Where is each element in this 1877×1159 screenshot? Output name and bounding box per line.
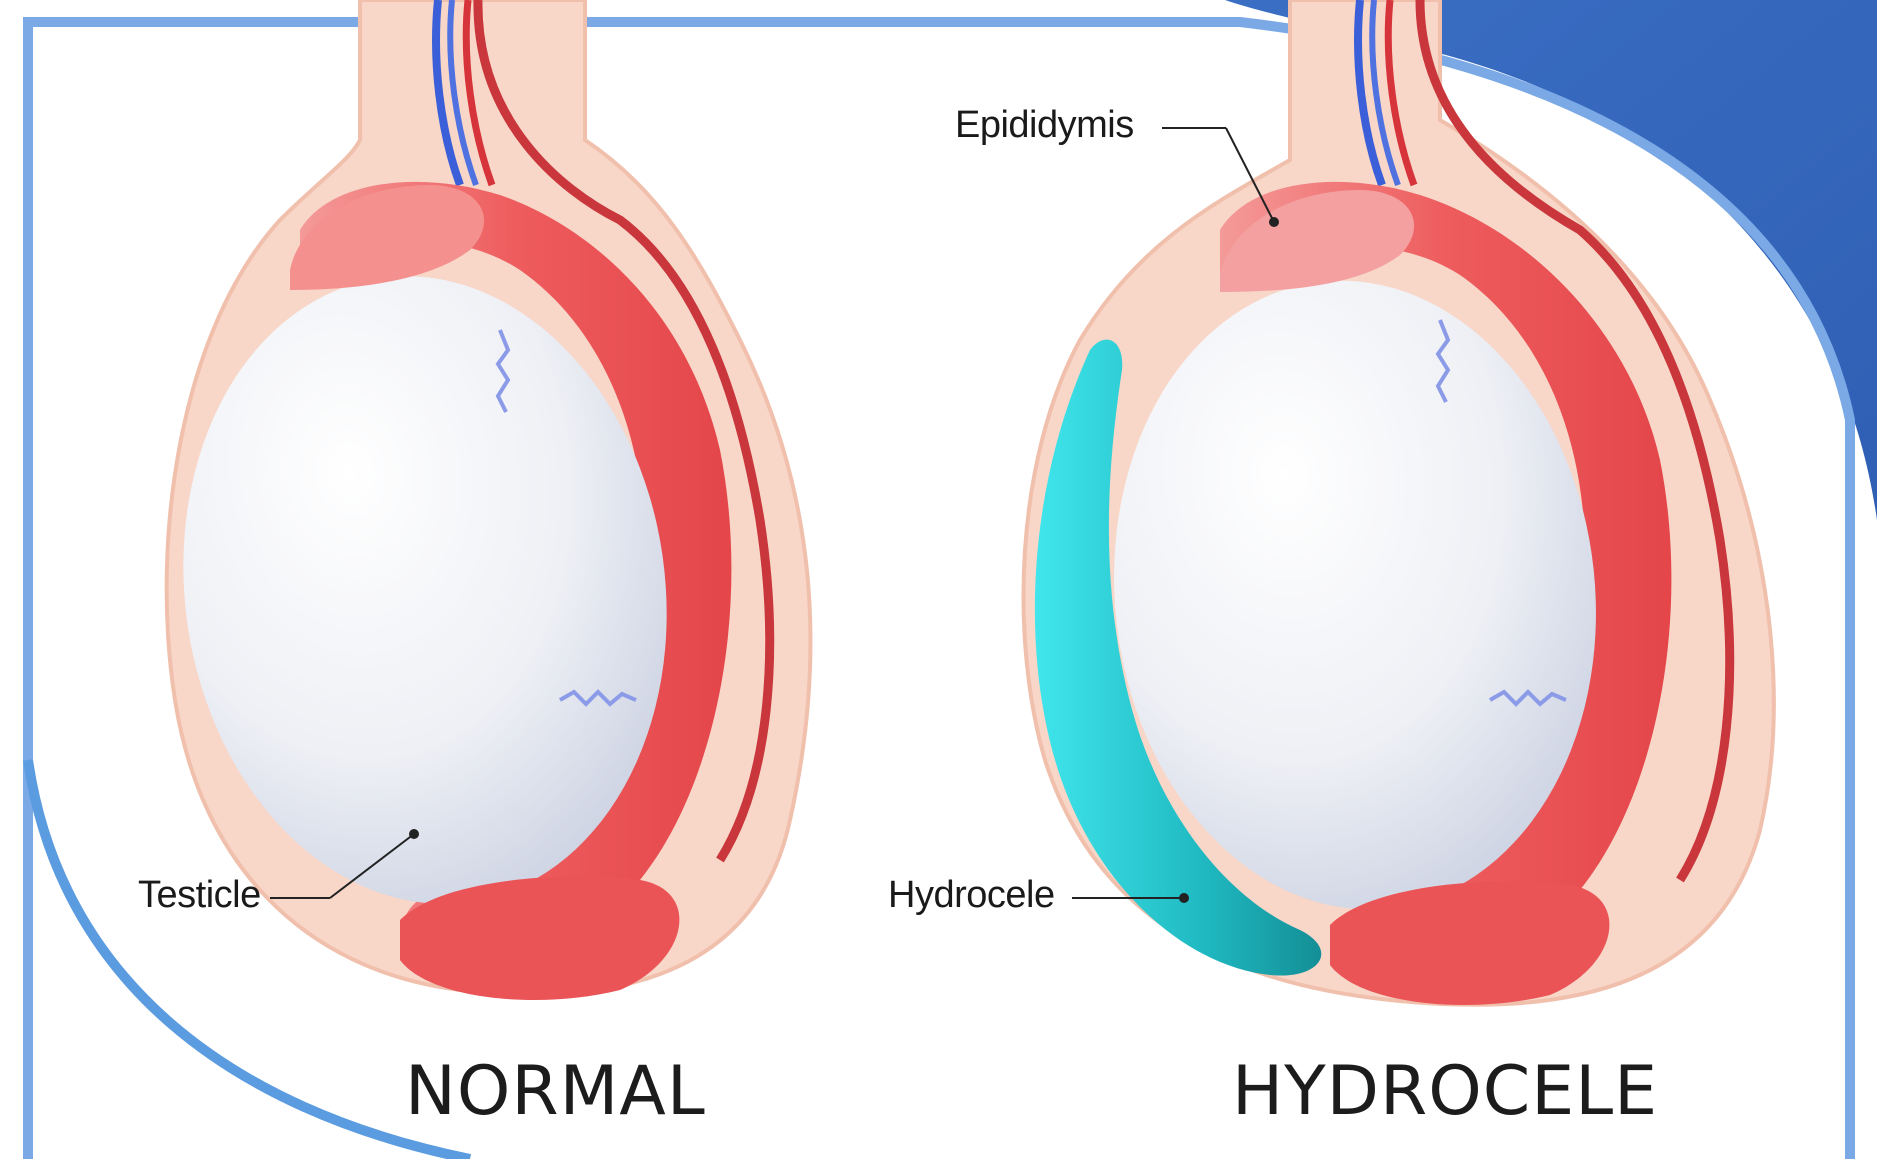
epididymis-pointer-dot	[1269, 217, 1279, 227]
testicle-label: Testicle	[138, 874, 261, 917]
hydrocele-pointer-dot	[1179, 893, 1189, 903]
hydrocele-title: HYDROCELE	[1232, 1052, 1658, 1131]
normal-title: NORMAL	[405, 1052, 706, 1131]
hydrocele-label: Hydrocele	[888, 874, 1055, 917]
epididymis-label: Epididymis	[955, 104, 1134, 147]
testicle-pointer-dot	[409, 829, 419, 839]
normal-testis-group	[143, 0, 810, 1000]
